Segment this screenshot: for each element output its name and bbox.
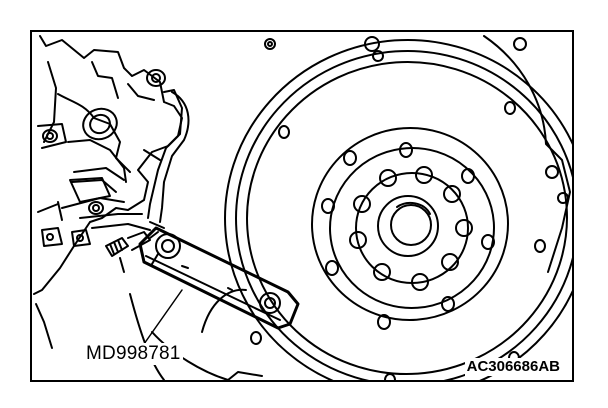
figure-id-label: AC306686AB [464, 358, 562, 376]
stopper-stud [105, 231, 151, 273]
flywheel-stopper-drawing [33, 35, 572, 380]
tool-part-number-label: MD998781 [84, 343, 183, 365]
flywheel-stopper-tool [138, 226, 300, 330]
mount-bracket [143, 89, 190, 229]
engine-boss [82, 107, 118, 141]
left-hardware [37, 123, 111, 247]
upper-bosses [146, 36, 569, 204]
illustration-frame: MD998781 AC306686AB [30, 30, 574, 382]
flywheel [224, 38, 572, 380]
label-leader-line [143, 289, 183, 345]
rear-plate [35, 35, 571, 380]
